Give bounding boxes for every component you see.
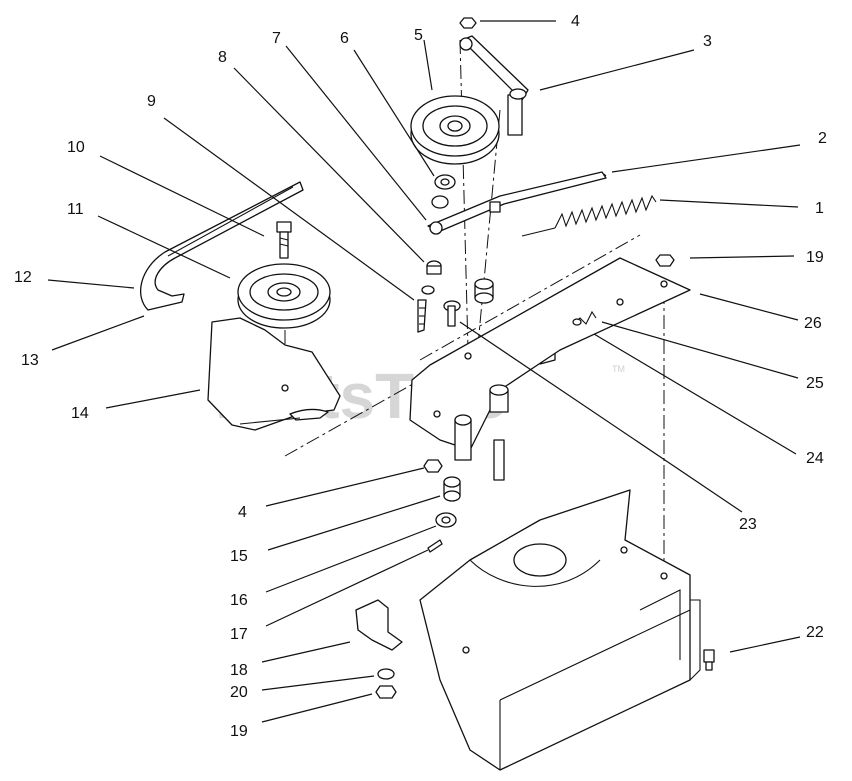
spring-clip-25 [572,310,597,326]
bracket-18 [355,599,403,699]
callout-12: 12 [14,269,32,286]
idler-pulley-11 [237,263,331,329]
pin-9 [417,299,427,333]
bolt-22 [703,649,715,671]
callout-10: 10 [67,139,85,156]
callout-15: 15 [230,548,248,565]
callout-4-lower: 4 [238,504,247,521]
discharge-chute [419,489,701,771]
callout-11: 11 [67,201,84,218]
lower-hardware [423,459,461,553]
mounting-plate-26 [409,257,691,481]
callout-2: 2 [818,130,827,147]
callout-14: 14 [71,405,89,422]
bolt-23 [443,300,461,327]
callout-24: 24 [806,450,824,467]
bushing [474,278,494,304]
callout-22: 22 [806,624,824,641]
callout-13: 13 [21,352,39,369]
idler-arm-3 [459,17,529,136]
washer-stack [421,174,456,295]
callout-7: 7 [272,30,281,47]
watermark-trademark: TM [612,364,625,374]
callout-8: 8 [218,49,227,66]
link-rod-2 [427,171,607,235]
callout-17: 17 [230,626,248,643]
callouts: 1 2 3 4 4 5 6 7 8 9 10 11 12 13 14 15 16… [14,13,827,740]
bolt-10 [276,221,292,259]
callout-26: 26 [804,315,822,332]
nut-19-top [655,254,675,267]
callout-19-bottom: 19 [230,723,248,740]
callout-6: 6 [340,30,349,47]
callout-1: 1 [815,200,824,217]
callout-16: 16 [230,592,248,609]
leader-lines [47,20,801,723]
spring-1 [521,194,657,237]
drive-pulley-5 [410,95,500,165]
v-belt [139,181,304,311]
callout-20: 20 [230,684,248,701]
callout-25: 25 [806,375,824,392]
callout-18: 18 [230,662,248,679]
callout-4-top: 4 [571,13,580,30]
callout-3: 3 [703,33,712,50]
callout-19-top: 19 [806,249,824,266]
callout-23: 23 [739,516,757,533]
belt-shield-14 [207,317,341,431]
callout-9: 9 [147,93,156,110]
callout-5: 5 [414,27,423,44]
